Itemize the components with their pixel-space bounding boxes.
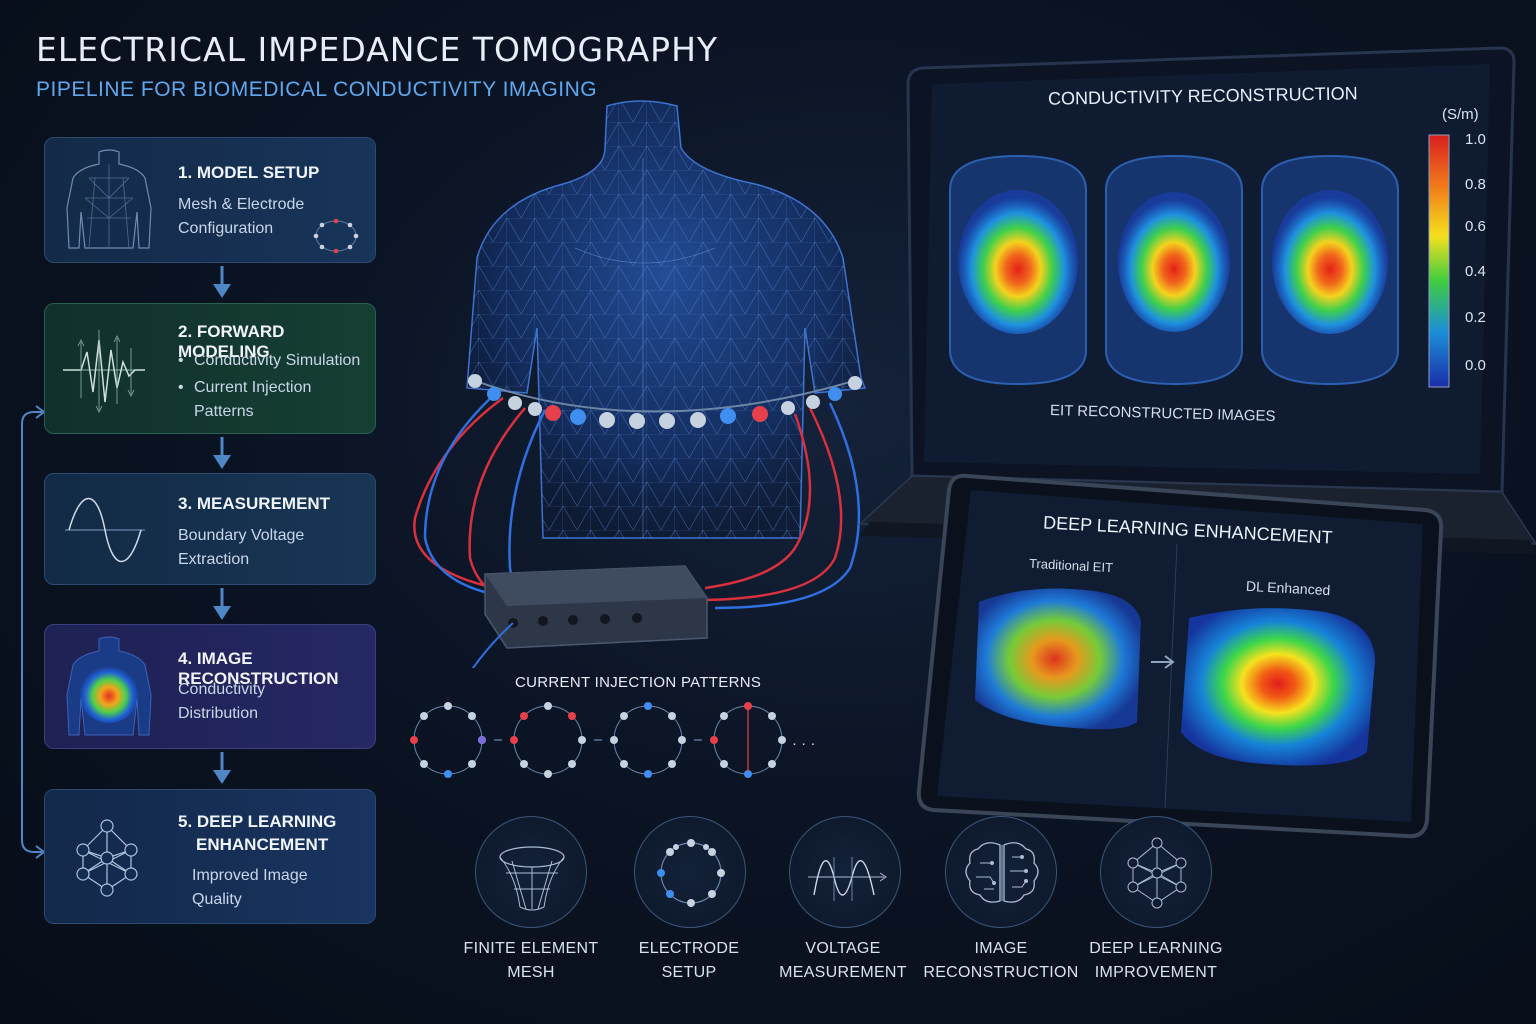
step-2-bullets: Conductivity Simulation Current Injectio… — [178, 349, 360, 424]
electrode-ring-icon — [657, 839, 725, 907]
feedback-loop-arrow — [21, 405, 46, 859]
arrow-down-icon — [213, 752, 231, 784]
neural-network-icon — [76, 819, 138, 897]
torso-mesh-illustration — [413, 100, 867, 668]
bottom-label-electrode-line-1: ELECTRODE — [638, 940, 740, 957]
colorbar — [1428, 134, 1450, 388]
bottom-label-fem-line-2: MESH — [507, 964, 555, 981]
bottom-label-reconstruction: IMAGE RECONSTRUCTION — [916, 937, 1086, 985]
bottom-label-voltage-line-2: MEASUREMENT — [779, 964, 907, 981]
torso-mesh-icon — [66, 149, 152, 249]
voltage-measurement-badge — [789, 816, 901, 928]
step-3-title: 3. MEASUREMENT — [178, 494, 331, 513]
reconstruction-images — [949, 154, 1399, 386]
electrode-belt — [468, 374, 862, 429]
arrow-right-icon — [1151, 655, 1175, 669]
image-reconstruction-badge — [945, 816, 1057, 928]
reconstruction-image-2 — [1105, 154, 1243, 386]
bottom-label-electrode: ELECTRODE SETUP — [604, 937, 774, 985]
voltage-wave-icon — [808, 857, 887, 901]
measurement-device — [484, 565, 708, 649]
colorbar-unit: (S/m) — [1442, 106, 1479, 123]
step-4-line-1: Conductivity — [178, 681, 266, 698]
step-deep-learning: 5. DEEP LEARNING ENHANCEMENT Improved Im… — [44, 789, 376, 924]
bottom-label-deep-learning-line-2: IMPROVEMENT — [1094, 964, 1218, 981]
bottom-label-fem: FINITE ELEMENT MESH — [446, 937, 616, 985]
bottom-label-reconstruction-line-2: RECONSTRUCTION — [923, 964, 1079, 981]
step-5-line-2: Quality — [192, 891, 242, 908]
torso-heatmap-icon — [66, 636, 152, 736]
mesh-funnel-icon — [499, 846, 565, 911]
step-3-line-1: Boundary Voltage — [178, 527, 305, 544]
step-5-title: 5. DEEP LEARNING — [178, 812, 337, 831]
dl-comparison-images — [975, 588, 1375, 766]
step-1-title: 1. MODEL SETUP — [178, 163, 320, 182]
waveform-icon — [63, 330, 145, 413]
step-5-title-line-2: ENHANCEMENT — [196, 835, 329, 854]
step-image-reconstruction: 4. IMAGE RECONSTRUCTION Conductivity Dis… — [44, 624, 376, 749]
step-1-line-1: Mesh & Electrode — [178, 196, 305, 213]
page-subtitle: PIPELINE FOR BIOMEDICAL CONDUCTIVITY IMA… — [36, 78, 598, 101]
electrode-setup-badge — [634, 816, 746, 928]
bottom-label-voltage-line-1: VOLTAGE — [805, 940, 881, 957]
page-title: ELECTRICAL IMPEDANCE TOMOGRAPHY — [36, 30, 719, 69]
arrow-down-icon — [213, 266, 231, 298]
arrow-down-icon — [213, 437, 231, 469]
step-forward-modeling: 2. FORWARD MODELING Conductivity Simulat… — [44, 303, 376, 434]
colorbar-tick-1: 1.0 — [1465, 131, 1486, 148]
traditional-eit-image — [975, 588, 1141, 730]
colorbar-tick-4: 0.4 — [1465, 263, 1486, 280]
arrow-down-icon — [213, 588, 231, 620]
colorbar-tick-6: 0.0 — [1465, 357, 1486, 374]
bottom-label-deep-learning: DEEP LEARNING IMPROVEMENT — [1071, 937, 1241, 985]
bottom-label-fem-line-1: FINITE ELEMENT — [463, 940, 599, 957]
step-2-bullet-1: Conductivity Simulation — [178, 349, 360, 373]
dl-enhanced-image — [1181, 608, 1375, 766]
bottom-label-deep-learning-line-1: DEEP LEARNING — [1089, 940, 1223, 957]
step-5-line-1: Improved Image — [192, 867, 308, 884]
step-2-bullet-2-line-2: Patterns — [194, 403, 254, 420]
reconstruction-image-3 — [1261, 154, 1399, 386]
bottom-label-electrode-line-2: SETUP — [661, 964, 717, 981]
current-injection-title: CURRENT INJECTION PATTERNS — [515, 674, 762, 691]
bottom-label-voltage: VOLTAGE MEASUREMENT — [758, 937, 928, 985]
step-4-title: 4. IMAGE RECONSTRUCTION — [178, 649, 339, 688]
reconstruction-image-1 — [949, 154, 1087, 386]
step-3-line-2: Extraction — [178, 551, 250, 568]
step-4-line-2: Distribution — [178, 705, 259, 722]
injection-patterns-diagram — [410, 702, 786, 778]
deep-learning-badge — [1100, 816, 1212, 928]
colorbar-tick-3: 0.6 — [1465, 218, 1486, 235]
colorbar-tick-5: 0.2 — [1465, 309, 1486, 326]
bottom-label-reconstruction-line-1: IMAGE — [974, 940, 1028, 957]
step-2-bullet-2-line-1: Current Injection — [194, 379, 312, 396]
step-model-setup: 1. MODEL SETUP Mesh & Electrode Configur… — [44, 137, 376, 263]
sine-wave-icon — [65, 498, 145, 562]
electrode-ring-icon — [313, 218, 359, 254]
colorbar-tick-2: 0.8 — [1465, 176, 1486, 193]
injection-patterns-ellipsis: · · · — [792, 735, 816, 752]
neural-network-icon — [1127, 837, 1187, 909]
brain-circuit-icon — [965, 842, 1039, 903]
step-measurement: 3. MEASUREMENT Boundary Voltage Extracti… — [44, 473, 376, 585]
step-1-line-2: Configuration — [178, 220, 274, 237]
finite-element-mesh-badge — [475, 816, 587, 928]
